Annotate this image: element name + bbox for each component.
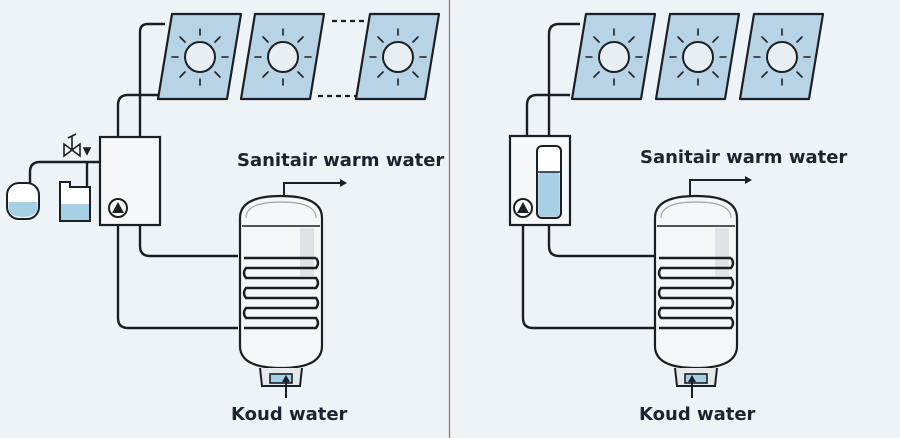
collection-container-icon [59, 181, 91, 222]
right-panel: Sanitair warm water Koud water [451, 0, 900, 438]
hot-water-outlet-arrow [283, 182, 340, 197]
solar-panel-icon [239, 12, 326, 101]
hot-water-label: Sanitair warm water [237, 150, 444, 171]
left-piping [28, 22, 238, 330]
pump-icon [108, 198, 128, 218]
boiler-tank [238, 194, 324, 388]
solar-panel-icon [570, 12, 657, 101]
boiler-tank [653, 194, 739, 388]
pump-icon [513, 198, 533, 218]
left-panel: Sanitair warm water Koud water [0, 0, 448, 438]
solar-panel-icon [654, 12, 741, 101]
hot-water-label: Sanitair warm water [640, 147, 847, 168]
expansion-vessel-icon [6, 182, 40, 220]
solar-panel-icon [354, 12, 441, 101]
right-piping [521, 22, 655, 330]
cold-water-label: Koud water [231, 404, 348, 425]
drainback-vessel-icon [536, 145, 562, 219]
hot-water-outlet-arrow [689, 179, 745, 197]
solar-panel-icon [156, 12, 243, 101]
safety-valve-icon [63, 133, 92, 158]
solar-panel-icon [738, 12, 825, 101]
cold-water-label: Koud water [639, 404, 756, 425]
